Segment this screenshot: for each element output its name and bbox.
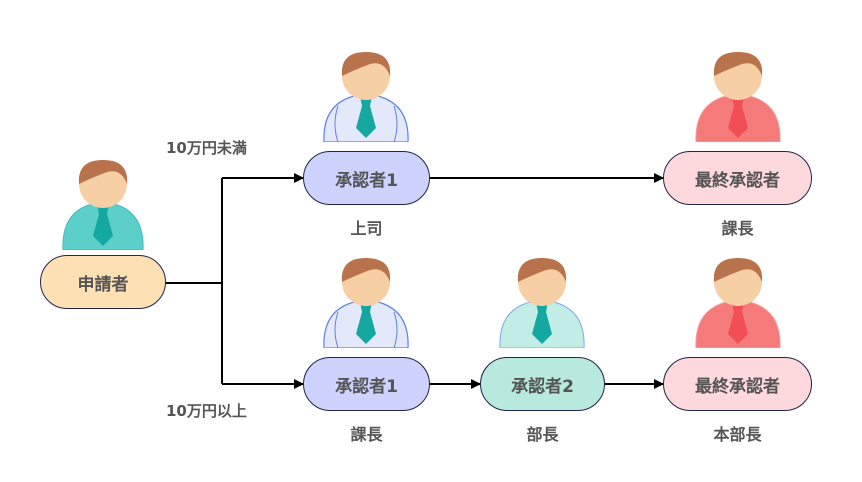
bottom-approver1-node[interactable]: 承認者1: [303, 357, 430, 411]
top-approver1-node[interactable]: 承認者1: [303, 151, 430, 205]
top-approver1-person-icon: [323, 52, 409, 142]
condition-under-label: 10万円未満: [166, 139, 247, 157]
bottom-final-role: 本部長: [713, 425, 762, 444]
top-final-label: 最終承認者: [695, 170, 780, 191]
bottom-final-person-icon: [695, 258, 781, 348]
top-final-node[interactable]: 最終承認者: [663, 151, 812, 205]
bottom-approver1-role: 課長: [350, 425, 383, 444]
bottom-approver2-role: 部長: [526, 425, 559, 444]
bottom-approver2-person-icon: [499, 258, 585, 348]
top-final-person-icon: [695, 52, 781, 142]
bottom-approver2-label: 承認者2: [511, 376, 574, 397]
top-final-role: 課長: [721, 219, 754, 238]
bottom-final-node[interactable]: 最終承認者: [663, 357, 812, 411]
bottom-approver2-node[interactable]: 承認者2: [480, 357, 605, 411]
bottom-approver1-person-icon: [323, 258, 409, 348]
top-approver1-label: 承認者1: [335, 170, 398, 191]
bottom-final-label: 最終承認者: [695, 376, 780, 397]
applicant-node[interactable]: 申請者: [40, 255, 166, 309]
top-approver1-role: 上司: [350, 219, 383, 238]
condition-over-label: 10万円以上: [166, 402, 247, 420]
applicant-person-icon: [62, 160, 144, 250]
bottom-approver1-label: 承認者1: [335, 376, 398, 397]
applicant-label: 申請者: [77, 274, 129, 295]
